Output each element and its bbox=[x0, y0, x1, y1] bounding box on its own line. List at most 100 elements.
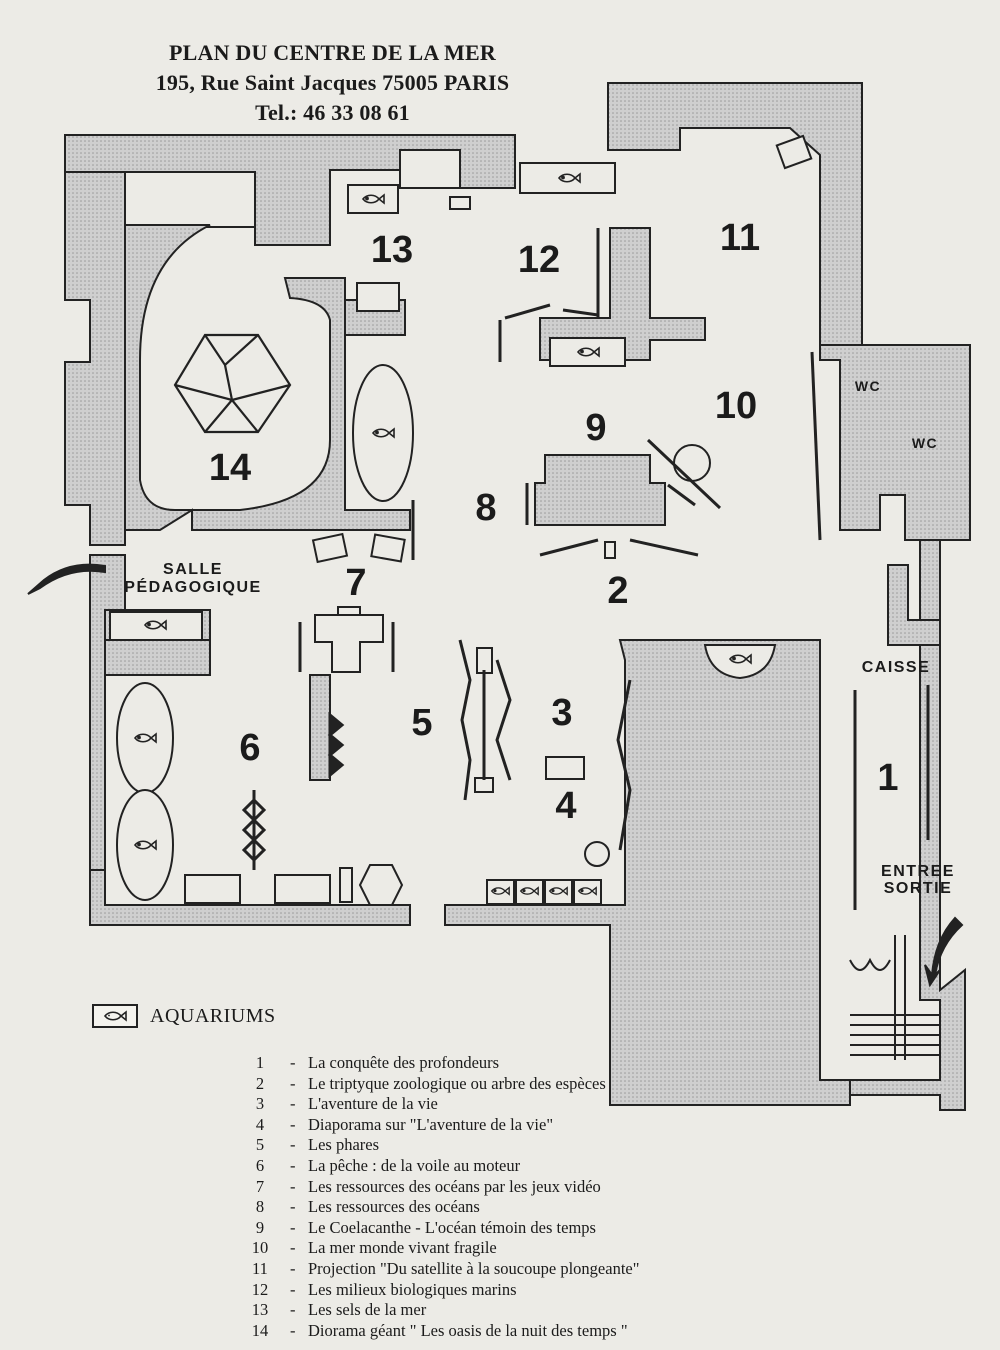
stairs-entrance bbox=[849, 935, 940, 1060]
legend-item-number: 10 bbox=[251, 1238, 269, 1258]
label-pedagogique: PÉDAGOGIQUE bbox=[124, 577, 261, 596]
wall-left bbox=[64, 171, 126, 546]
panel-12-b bbox=[504, 303, 551, 320]
legend-item: 4-Diaporama sur "L'aventure de la vie" bbox=[230, 1115, 639, 1136]
exhibit-5-mast bbox=[476, 647, 493, 674]
wall-exhibit-7-stand bbox=[309, 674, 331, 781]
legend-item-dash: - bbox=[290, 1320, 296, 1340]
aquarium-bottom-3 bbox=[544, 879, 573, 905]
legend-item-dash: - bbox=[290, 1176, 296, 1196]
legend-item-number: 2 bbox=[255, 1073, 265, 1093]
legend-item-dash: - bbox=[290, 1135, 296, 1155]
legend-item-number: 14 bbox=[251, 1320, 269, 1340]
legend-aquariums: AQUARIUMS bbox=[92, 1004, 276, 1028]
panel-9-a bbox=[646, 438, 722, 510]
legend-item-dash: - bbox=[290, 1094, 296, 1114]
box-9-base bbox=[604, 541, 616, 559]
fish-icon bbox=[92, 1004, 138, 1028]
legend-item-text: Diorama géant " Les oasis de la nuit des… bbox=[308, 1320, 628, 1340]
legend-item: 7-Les ressources des océans par les jeux… bbox=[230, 1177, 639, 1198]
aquarium-room-6-top bbox=[109, 611, 203, 641]
legend-item-text: Le Coelacanthe - L'océan témoin des temp… bbox=[308, 1217, 596, 1237]
wall-corridor-13 bbox=[124, 171, 256, 228]
legend-item-number: 8 bbox=[255, 1197, 265, 1217]
room-number-4: 4 bbox=[555, 785, 576, 827]
room-number-2: 2 bbox=[607, 570, 628, 612]
room-number-3: 3 bbox=[551, 692, 572, 734]
plan-title: PLAN DU CENTRE DE LA MER bbox=[169, 40, 496, 65]
panel-3-zigzag bbox=[616, 679, 632, 851]
legend-item: 10 -La mer monde vivant fragile bbox=[230, 1238, 639, 1259]
legend-item-number: 13 bbox=[251, 1300, 269, 1320]
legend-item: 3-L'aventure de la vie bbox=[230, 1094, 639, 1115]
room-number-10: 10 bbox=[715, 385, 757, 427]
legend-item-number: 5 bbox=[255, 1135, 265, 1155]
arrow-icon-entree bbox=[924, 916, 964, 988]
box-13-stand bbox=[356, 282, 400, 312]
box-6-c bbox=[339, 867, 353, 903]
legend-item: 6-La pêche : de la voile au moteur bbox=[230, 1156, 639, 1177]
exhibit-5-base bbox=[474, 777, 494, 793]
box-8-a bbox=[311, 532, 349, 564]
legend-item-text: La pêche : de la voile au moteur bbox=[308, 1155, 521, 1175]
label-caisse: CAISSE bbox=[862, 659, 931, 676]
label-wc-1: WC bbox=[855, 378, 881, 394]
legend-item-text: Les ressources des océans par les jeux v… bbox=[308, 1176, 601, 1196]
box-13-mid bbox=[399, 149, 461, 189]
legend-item-number: 4 bbox=[255, 1114, 265, 1134]
aquarium-room-6-b bbox=[116, 789, 174, 901]
label-salle: SALLE bbox=[163, 561, 223, 578]
legend-item: 1-La conquête des profondeurs bbox=[230, 1053, 639, 1074]
plan-labels: SALLE PÉDAGOGIQUE CAISSE WC WC ENTREE SO… bbox=[124, 378, 955, 897]
legend-item: 14 -Diorama géant " Les oasis de la nuit … bbox=[230, 1321, 639, 1342]
aquarium-12-bottom bbox=[549, 337, 626, 367]
round-4 bbox=[584, 841, 610, 867]
aquarium-room-6-a bbox=[116, 682, 174, 794]
legend-item-text: Le triptyque zoologique ou arbre des esp… bbox=[308, 1073, 606, 1093]
legend-item-number: 11 bbox=[252, 1258, 268, 1278]
legend-item-number: 3 bbox=[255, 1094, 265, 1114]
room-number-11: 11 bbox=[720, 217, 760, 259]
panel-2-b bbox=[629, 538, 699, 557]
aquarium-bottom-2 bbox=[515, 879, 544, 905]
label-entree: ENTREE bbox=[881, 863, 955, 880]
exhibit-9-coelacanthe bbox=[534, 454, 666, 526]
box-13-small bbox=[449, 196, 471, 210]
legend-item-dash: - bbox=[290, 1238, 296, 1258]
room-number-1: 1 bbox=[877, 757, 898, 799]
legend-item-text: La mer monde vivant fragile bbox=[308, 1238, 497, 1258]
hexagon-exhibit bbox=[358, 864, 404, 906]
legend-item-dash: - bbox=[290, 1217, 296, 1237]
box-6-b bbox=[274, 874, 331, 904]
plan-header: PLAN DU CENTRE DE LA MER 195, Rue Saint … bbox=[0, 38, 665, 128]
room-number-5: 5 bbox=[411, 702, 432, 744]
box-8-b bbox=[370, 533, 406, 563]
round-9 bbox=[673, 444, 711, 482]
caisse-counter bbox=[887, 564, 941, 646]
room-number-6: 6 bbox=[239, 727, 260, 769]
label-wc-2: WC bbox=[912, 435, 938, 451]
legend-item-dash: - bbox=[290, 1197, 296, 1217]
legend-item: 11-Projection "Du satellite à la soucoup… bbox=[230, 1259, 639, 1280]
legend-item: 12-Les milieux biologiques marins bbox=[230, 1280, 639, 1301]
legend-item-text: Les milieux biologiques marins bbox=[308, 1279, 517, 1299]
room-number-7: 7 bbox=[345, 562, 366, 604]
aquarium-bottom-1 bbox=[486, 879, 515, 905]
panel-2-a bbox=[539, 538, 599, 557]
legend-item-dash: - bbox=[290, 1155, 296, 1175]
legend-item-number: 1 bbox=[255, 1053, 265, 1072]
aquarium-12-top bbox=[519, 162, 616, 194]
panel-10-a bbox=[810, 351, 822, 541]
legend-item-number: 12 bbox=[251, 1279, 269, 1299]
legend-item-text: La conquête des profondeurs bbox=[308, 1053, 500, 1072]
wall-diorama-14 bbox=[124, 224, 411, 531]
legend-item-dash: - bbox=[290, 1258, 296, 1278]
legend-item: 2-Le triptyque zoologique ou arbre des e… bbox=[230, 1074, 639, 1095]
room-number-13: 13 bbox=[371, 229, 413, 271]
panel-5-zigzag-right bbox=[495, 659, 512, 781]
legend-item-text: Les phares bbox=[308, 1135, 380, 1155]
panel-9-b bbox=[667, 483, 696, 507]
aquarium-bottom-4 bbox=[573, 879, 602, 905]
box-11-a bbox=[775, 134, 813, 170]
